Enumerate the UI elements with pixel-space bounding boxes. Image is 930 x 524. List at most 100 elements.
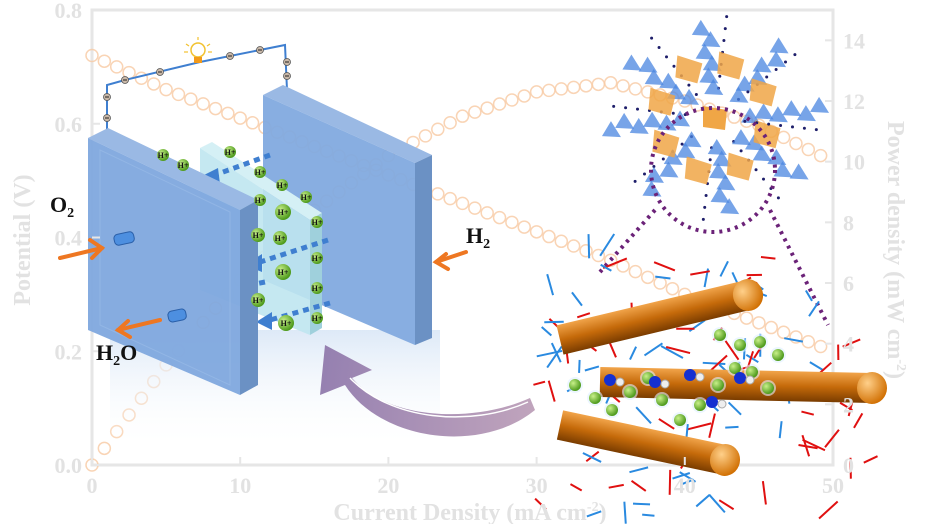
potential-point — [208, 101, 223, 116]
tetrahedron — [773, 161, 793, 178]
bond-stick — [708, 494, 726, 514]
power-density-point — [480, 101, 494, 115]
y2-tick-label: 0 — [843, 453, 854, 478]
potential-point — [665, 281, 680, 296]
atom-dot — [776, 196, 780, 200]
atom-dot — [672, 64, 676, 68]
potential-point — [171, 87, 186, 102]
tetrahedron — [782, 100, 802, 117]
atom-dot — [650, 36, 654, 40]
atom-dot — [790, 125, 794, 129]
potential-point — [776, 325, 791, 340]
atom-dot — [636, 107, 640, 111]
potential-point — [529, 225, 544, 239]
power-density-point — [97, 441, 112, 456]
proton-icon — [772, 349, 784, 361]
bond-stick — [798, 443, 818, 450]
bond-stick — [719, 260, 729, 277]
bond-stick — [718, 499, 735, 511]
tetrahedron — [657, 114, 677, 131]
potential-point — [603, 253, 618, 267]
proton-label: H+ — [312, 314, 323, 323]
tetrahedron — [712, 150, 732, 167]
bond-stick — [629, 346, 638, 360]
potential-point — [641, 270, 655, 285]
atom-dot — [765, 75, 769, 79]
h2o-outlet-arrow-icon — [114, 318, 162, 339]
power-density-point — [455, 109, 470, 123]
bond-stick — [571, 291, 583, 307]
power-density-point — [529, 85, 544, 99]
bond-stick — [665, 346, 691, 355]
mof-cluster-structure — [601, 15, 830, 221]
atom-dot — [703, 205, 707, 209]
proton-label: H+ — [275, 234, 286, 243]
zoom-line-right — [768, 209, 830, 326]
potential-point — [789, 330, 803, 344]
bond-stick — [578, 359, 581, 373]
tetrahedron — [752, 145, 772, 162]
tetrahedron — [702, 55, 722, 72]
bond-stick — [586, 510, 602, 518]
hydrogen-atom — [745, 375, 755, 385]
tetrahedron — [810, 96, 830, 113]
potential-point — [801, 335, 816, 349]
bond-stick — [584, 365, 600, 372]
proton-icon — [311, 282, 323, 294]
bond-stick — [629, 466, 649, 474]
tetrahedron — [659, 72, 679, 89]
atom-dot — [694, 93, 698, 97]
tetrahedron — [695, 43, 715, 60]
tetrahedron — [707, 138, 727, 155]
proton-label: H+ — [301, 193, 312, 202]
power-density-point — [579, 79, 593, 93]
octahedron — [703, 106, 727, 130]
bond-stick — [608, 483, 624, 489]
proton-label: H+ — [278, 208, 289, 217]
bond-stick — [630, 479, 647, 492]
bond-stick — [660, 345, 684, 359]
tetrahedron — [659, 161, 679, 178]
atom-dot — [746, 90, 750, 94]
potential-point — [813, 339, 828, 354]
proton-icon — [746, 366, 758, 378]
proton-label: H+ — [281, 319, 292, 328]
bond-stick — [582, 452, 602, 463]
atom-dot — [793, 53, 797, 57]
potential-point — [443, 191, 457, 206]
y2-tick-label: 6 — [843, 271, 854, 296]
bond-stick — [778, 421, 783, 439]
potential-point — [764, 320, 778, 335]
atom-dot — [665, 55, 669, 59]
power-density-point — [431, 122, 445, 137]
proton-label: H+ — [312, 284, 323, 293]
bond-stick — [824, 429, 840, 448]
tetrahedron — [704, 79, 724, 96]
bond-stick — [658, 418, 675, 430]
light-bulb-icon — [184, 37, 212, 63]
potential-point — [97, 54, 112, 68]
x-tick-label: 20 — [377, 473, 399, 498]
proton-icon — [311, 252, 323, 264]
bond-stick — [695, 493, 711, 508]
proton-label: H+ — [255, 196, 266, 205]
proton-icon — [694, 399, 706, 411]
potential-point — [196, 97, 210, 111]
octahedron — [749, 78, 777, 107]
potential-point — [221, 106, 235, 121]
hydrogen-atom — [615, 377, 625, 387]
hydrogen-atom — [717, 399, 727, 409]
potential-point — [739, 311, 754, 325]
power-density-point — [517, 89, 531, 103]
bond-stick — [801, 410, 815, 416]
bond-stick — [653, 261, 676, 272]
power-density-point — [801, 142, 816, 157]
y2-tick-label: 4 — [843, 332, 854, 357]
tetrahedron — [740, 107, 760, 124]
atom-dot — [814, 128, 818, 132]
tetrahedron — [615, 112, 635, 129]
bond-stick — [602, 257, 628, 269]
atom-dot — [671, 111, 675, 115]
potential-point — [579, 244, 593, 258]
